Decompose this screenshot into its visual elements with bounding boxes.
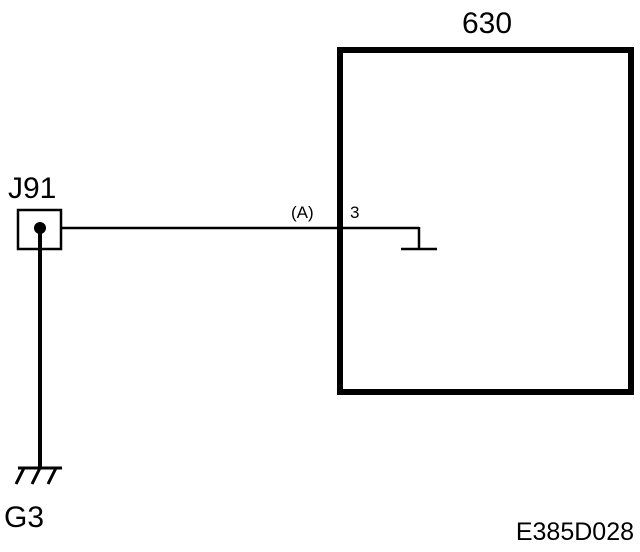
component-630-box	[337, 47, 634, 395]
pin-number-label: 3	[350, 203, 359, 222]
connector-id-label: (A)	[291, 203, 314, 222]
ground-label: G3	[4, 501, 44, 534]
chassis-ground-icon	[14, 466, 62, 485]
connector-label: J91	[8, 172, 56, 205]
figure-reference: E385D028	[516, 518, 634, 546]
component-label: 630	[462, 7, 512, 40]
